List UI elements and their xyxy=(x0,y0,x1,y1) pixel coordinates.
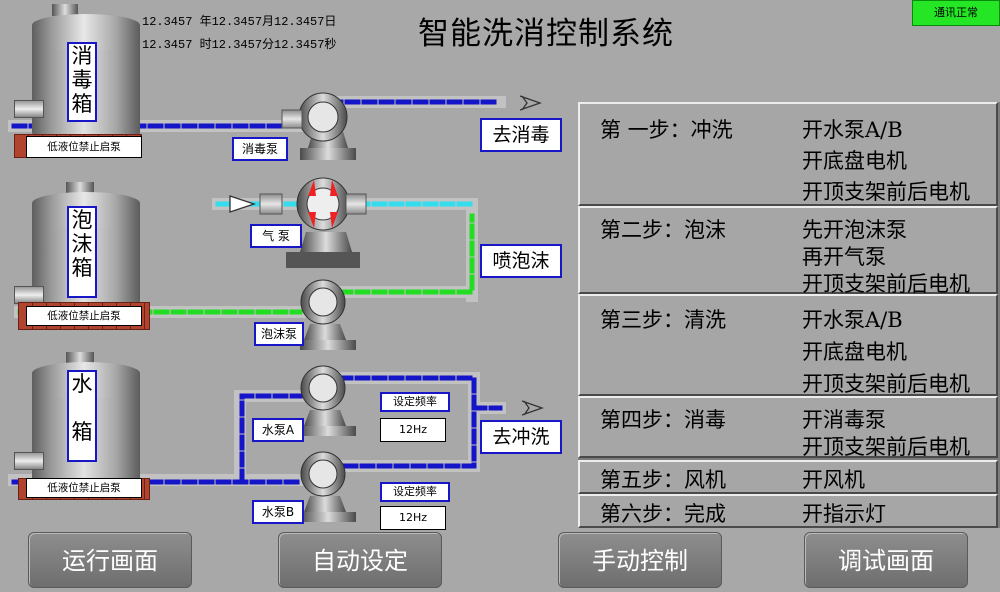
air-pump-label: 气 泵 xyxy=(250,224,302,248)
pump-water-a[interactable] xyxy=(300,365,356,436)
step-2-action-3: 开顶支架前后电机 xyxy=(802,272,970,296)
disinfect-pump-label: 消毒泵 xyxy=(232,137,288,161)
pump-air[interactable] xyxy=(259,177,367,268)
step-3-name: 第三步：清洗 xyxy=(600,308,726,332)
step-3-action-1: 开水泵A/B xyxy=(802,308,903,332)
auto-settings-button[interactable]: 自动设定 xyxy=(278,532,442,588)
foam-pump-label: 泡沫泵 xyxy=(254,322,304,346)
process-steps-panel: 第 一步：冲洗 开水泵A/B 开底盘电机 开顶支架前后电机 第二步：泡沫 先开泡… xyxy=(578,102,1000,528)
pump-b-freq-label: 设定频率 xyxy=(380,482,450,502)
pump-b-freq-input[interactable]: 12Hz xyxy=(380,506,446,530)
step-1-name: 第 一步：冲洗 xyxy=(600,118,733,142)
water-tank-label: 水 箱 xyxy=(67,370,97,462)
step-2-action-2: 再开气泵 xyxy=(802,245,886,269)
water-pump-b-label: 水泵B xyxy=(252,500,304,524)
step-5-action-1: 开风机 xyxy=(802,468,865,492)
pump-water-b[interactable] xyxy=(300,451,356,522)
manual-control-button[interactable]: 手动控制 xyxy=(558,532,722,588)
comm-status-indicator: 通讯正常 xyxy=(912,0,1000,26)
disinfect-low-level-tag: 低液位禁止启泵 xyxy=(26,136,142,158)
spray-foam-label: 喷泡沫 xyxy=(480,244,562,278)
step-4-action-1: 开消毒泵 xyxy=(802,408,886,432)
step-6: 第六步：完成 开指示灯 xyxy=(578,494,998,528)
pump-disinfect[interactable] xyxy=(281,92,356,160)
step-5: 第五步：风机 开风机 xyxy=(578,460,998,494)
step-1-action-2: 开底盘电机 xyxy=(802,149,907,173)
date-display: 12.3457 年12.3457月12.3457日 xyxy=(142,15,337,29)
pump-foam[interactable] xyxy=(300,279,356,350)
step-6-name: 第六步：完成 xyxy=(600,502,726,526)
step-3-action-3: 开顶支架前后电机 xyxy=(802,372,970,396)
page-title: 智能洗消控制系统 xyxy=(418,16,674,52)
step-3-action-2: 开底盘电机 xyxy=(802,340,907,364)
to-flush-label: 去冲洗 xyxy=(480,420,562,454)
run-screen-button[interactable]: 运行画面 xyxy=(28,532,192,588)
pump-a-freq-label: 设定频率 xyxy=(380,392,450,412)
step-4: 第四步：消毒 开消毒泵 开顶支架前后电机 xyxy=(578,396,998,459)
water-pump-a-label: 水泵A xyxy=(252,418,304,442)
step-1-action-1: 开水泵A/B xyxy=(802,118,903,142)
step-2-name: 第二步：泡沫 xyxy=(600,218,726,242)
foam-tank-label: 泡 沫 箱 xyxy=(67,206,97,298)
pump-a-freq-input[interactable]: 12Hz xyxy=(380,418,446,442)
step-1-action-3: 开顶支架前后电机 xyxy=(802,180,970,204)
debug-screen-button[interactable]: 调试画面 xyxy=(804,532,968,588)
step-2-action-1: 先开泡沫泵 xyxy=(802,218,907,242)
foam-low-level-tag: 低液位禁止启泵 xyxy=(26,306,142,326)
step-1: 第 一步：冲洗 开水泵A/B 开底盘电机 开顶支架前后电机 xyxy=(578,102,998,206)
disinfect-tank-label: 消 毒 箱 xyxy=(67,42,97,122)
step-2: 第二步：泡沫 先开泡沫泵 再开气泵 开顶支架前后电机 xyxy=(578,206,998,296)
step-4-action-2: 开顶支架前后电机 xyxy=(802,435,970,459)
step-4-name: 第四步：消毒 xyxy=(600,408,726,432)
step-6-action-1: 开指示灯 xyxy=(802,502,886,526)
to-disinfect-label: 去消毒 xyxy=(480,118,562,152)
step-3: 第三步：清洗 开水泵A/B 开底盘电机 开顶支架前后电机 xyxy=(578,294,998,396)
time-display: 12.3457 时12.3457分12.3457秒 xyxy=(142,38,337,52)
water-low-level-tag: 低液位禁止启泵 xyxy=(26,478,142,498)
step-5-name: 第五步：风机 xyxy=(600,468,726,492)
